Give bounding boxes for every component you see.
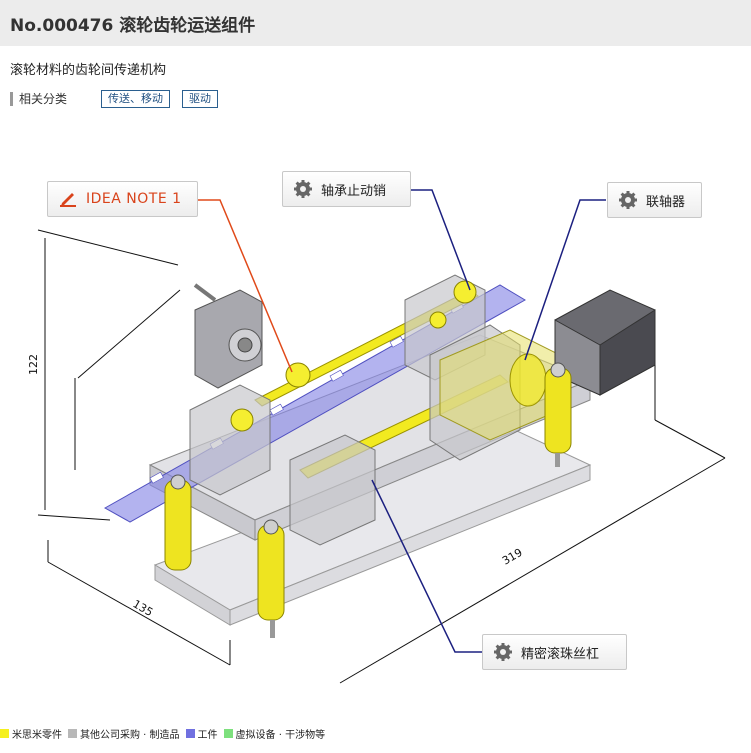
ball-screw-callout[interactable]: 精密滚珠丝杠: [482, 634, 627, 670]
legend-label: 工件: [197, 729, 218, 741]
legend-label: 其他公司采购 · 制造品: [80, 729, 180, 741]
dimension-length: 319: [500, 546, 525, 568]
idea-note-button[interactable]: IDEA NOTE 1: [47, 181, 198, 217]
ball-screw-housing: [439, 329, 561, 441]
page-title: No.000476 滚轮齿轮运送组件: [10, 16, 256, 36]
dimension-lines: [37, 229, 726, 684]
legend-swatch: [223, 728, 233, 738]
page-subtitle: 滚轮材料的齿轮间传递机构: [10, 63, 167, 78]
motor-left: [193, 283, 263, 389]
assembly-diagram: 122 135 319: [0, 120, 751, 720]
category-label: 相关分类: [10, 92, 67, 106]
legend-swatch: [0, 728, 9, 738]
legend-swatch: [185, 728, 195, 738]
coupling-label: 联轴器: [646, 194, 686, 210]
bearing-pin-label: 轴承止动销: [321, 183, 387, 199]
bearing-pin-callout[interactable]: 轴承止动销: [282, 171, 411, 207]
gear-icon: [619, 191, 637, 209]
pencil-icon: [60, 193, 76, 207]
color-legend: 米思米零件 其他公司采购 · 制造品 工件 虚拟设备 · 干涉物等: [0, 726, 331, 741]
gears: [230, 280, 477, 432]
ball-screw-label: 精密滚珠丝杠: [521, 646, 600, 662]
legend-item-virtual: 虚拟设备 · 干涉物等: [223, 726, 326, 741]
idea-note-label: IDEA NOTE 1: [86, 191, 182, 207]
tag-drive[interactable]: 驱动: [182, 90, 219, 108]
legend-label: 米思米零件: [12, 729, 62, 741]
legend-item-misumi: 米思米零件: [0, 726, 62, 741]
title-bar: No.000476 滚轮齿轮运送组件: [0, 0, 751, 46]
dimension-height: 122: [27, 354, 40, 375]
tag-transport[interactable]: 传送、移动: [101, 90, 171, 108]
legend-swatch: [68, 728, 77, 738]
legend-item-workpiece: 工件: [185, 726, 218, 741]
gear-icon: [294, 180, 312, 198]
support-legs: [164, 362, 572, 638]
leader-lines: [198, 189, 606, 653]
legend-item-other: 其他公司采购 · 制造品: [68, 726, 180, 741]
coupling-callout[interactable]: 联轴器: [607, 182, 702, 218]
gear-icon: [494, 643, 512, 661]
assembly-drawing: 122 135 319: [27, 189, 726, 684]
legend-label: 虚拟设备 · 干涉物等: [235, 729, 326, 741]
category-row: 相关分类 传送、移动 驱动: [10, 89, 230, 109]
